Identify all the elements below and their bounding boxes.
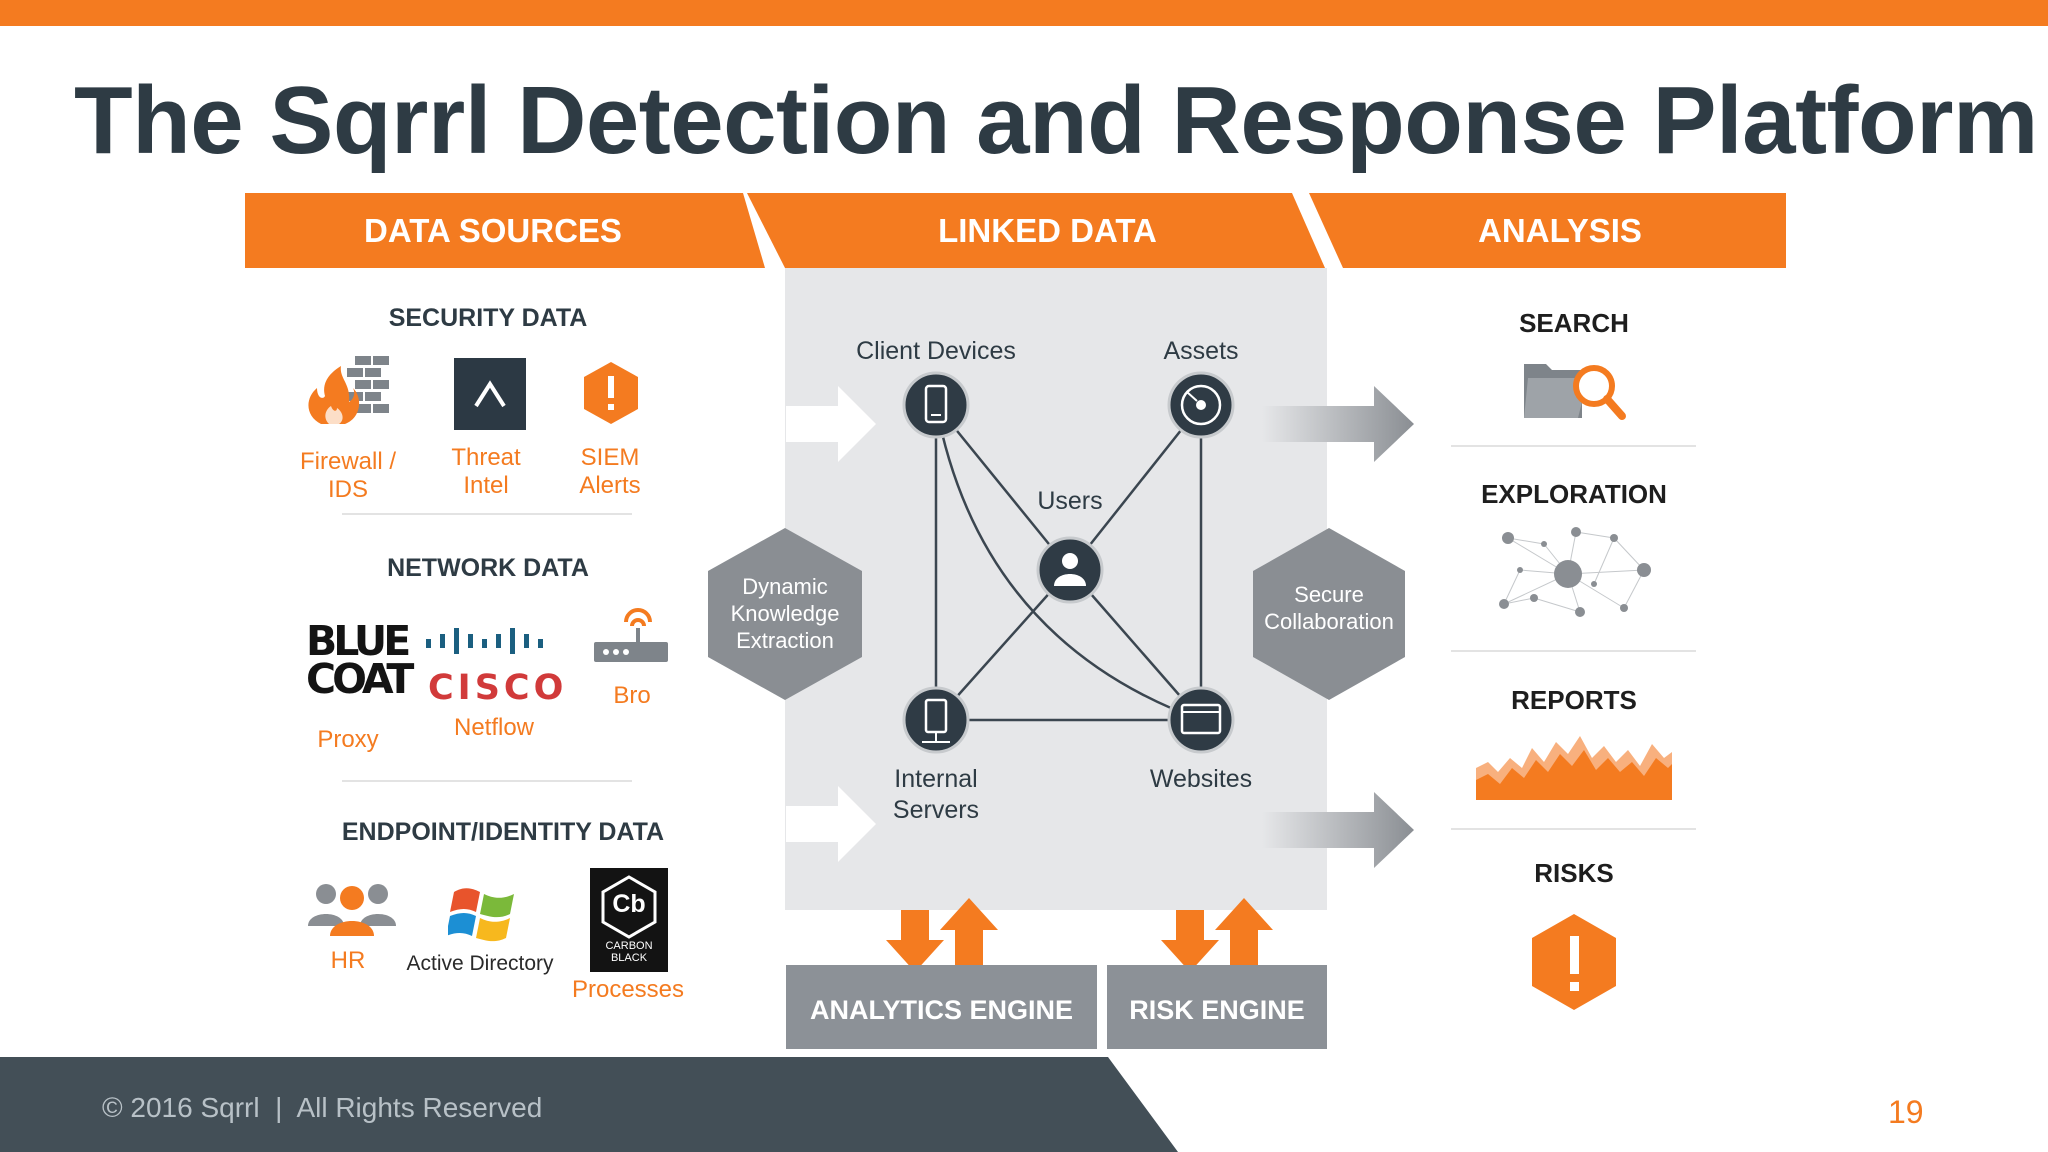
cisco-logo: CISCO — [428, 668, 568, 708]
node-internal-servers — [902, 686, 970, 754]
siem-alerts-label: SIEM Alerts — [579, 444, 641, 499]
hr-people-icon — [308, 884, 396, 936]
edge-users-internal — [935, 569, 1071, 721]
hr-label: HR — [330, 947, 366, 974]
security-divider — [342, 513, 632, 515]
threat-intel-label: Threat Intel — [451, 444, 521, 499]
outgoing-arrow-bottom — [1262, 792, 1414, 868]
analytics-up-arrow-icon — [940, 898, 998, 972]
endpoint-identity-data-title: ENDPOINT/IDENTITY DATA — [341, 818, 665, 846]
outgoing-arrow-top — [1262, 386, 1414, 462]
network-data-title: NETWORK DATA — [387, 554, 589, 582]
reports-area-chart-icon — [1476, 736, 1672, 800]
node-websites — [1167, 686, 1235, 754]
page-title: The Sqrrl Detection and Response Platfor… — [74, 67, 2038, 174]
footer-bar — [0, 1057, 1178, 1152]
column-header-analysis: ANALYSIS — [1478, 212, 1642, 249]
analysis-risks-title: RISKS — [1534, 858, 1614, 888]
risk-warning-icon — [1532, 914, 1616, 1010]
top-accent-bar — [0, 0, 2048, 26]
banner-data-sources — [245, 193, 765, 268]
incoming-arrow-top — [786, 386, 876, 462]
threat-intel-icon — [454, 358, 526, 430]
carbon-black-logo: Cb CARBON BLACK — [590, 868, 668, 972]
page-number: 19 — [1888, 1094, 1924, 1130]
risk-engine-box: RISK ENGINE — [1107, 965, 1327, 1049]
hexagon-dynamic-knowledge — [708, 528, 862, 700]
assets-label: Assets — [1163, 337, 1239, 365]
users-label: Users — [1037, 487, 1103, 515]
netflow-label: Netflow — [453, 714, 535, 741]
websites-label: Websites — [1149, 765, 1253, 793]
secure-collaboration-label: Secure Collaboration — [1264, 582, 1394, 634]
processes-label: Processes — [571, 976, 685, 1003]
node-users — [1036, 536, 1104, 604]
network-graph-icon — [1499, 527, 1651, 617]
carbon-black-text: CARBON BLACK — [605, 940, 653, 964]
hexagon-secure-collaboration — [1253, 528, 1405, 700]
client-devices-label: Client Devices — [856, 337, 1016, 365]
node-client-devices — [902, 371, 970, 439]
internal-servers-label: Internal Servers — [892, 765, 980, 824]
analytics-engine-box: ANALYTICS ENGINE — [786, 965, 1097, 1049]
edge-client-websites — [934, 404, 1202, 722]
firewall-ids-label: Firewall / IDS — [299, 448, 396, 503]
analysis-exploration-title: EXPLORATION — [1481, 479, 1667, 509]
siem-alert-icon — [584, 362, 638, 424]
analytics-engine-label: ANALYTICS ENGINE — [809, 995, 1074, 1025]
column-header-data-sources: DATA SOURCES — [364, 212, 622, 249]
cisco-bars-icon — [426, 628, 543, 654]
dynamic-knowledge-extraction-label: Dynamic Knowledge Extraction — [730, 574, 840, 653]
banner-analysis — [1309, 193, 1786, 268]
router-icon — [594, 608, 668, 662]
windows-logo-icon — [448, 888, 514, 942]
firewall-icon — [308, 356, 389, 424]
risk-engine-label: RISK ENGINE — [1129, 995, 1305, 1025]
cb-hexagon-icon — [601, 875, 657, 939]
bro-label: Bro — [613, 682, 651, 709]
exploration-divider — [1451, 650, 1696, 652]
network-divider — [342, 780, 632, 782]
banner-linked-data — [747, 193, 1325, 268]
analytics-down-arrow-icon — [886, 910, 944, 972]
proxy-label: Proxy — [317, 726, 379, 753]
analysis-reports-title: REPORTS — [1511, 685, 1637, 715]
edge-client-users — [935, 404, 1071, 571]
analysis-search-title: SEARCH — [1519, 308, 1629, 338]
risk-down-arrow-icon — [1161, 910, 1219, 972]
node-assets — [1167, 371, 1235, 439]
risk-up-arrow-icon — [1215, 898, 1273, 972]
reports-divider — [1451, 828, 1696, 830]
incoming-arrow-bottom — [786, 786, 876, 862]
footer-copyright: © 2016 Sqrrl | All Rights Reserved — [102, 1092, 543, 1123]
edge-assets-users — [1069, 404, 1202, 571]
active-directory-label: Active Directory — [406, 952, 554, 975]
cb-logo-text: Cb — [612, 890, 646, 918]
column-header-linked-data: LINKED DATA — [938, 212, 1157, 249]
search-divider — [1451, 445, 1696, 447]
search-folder-icon — [1524, 364, 1626, 420]
security-data-title: SECURITY DATA — [388, 304, 588, 332]
